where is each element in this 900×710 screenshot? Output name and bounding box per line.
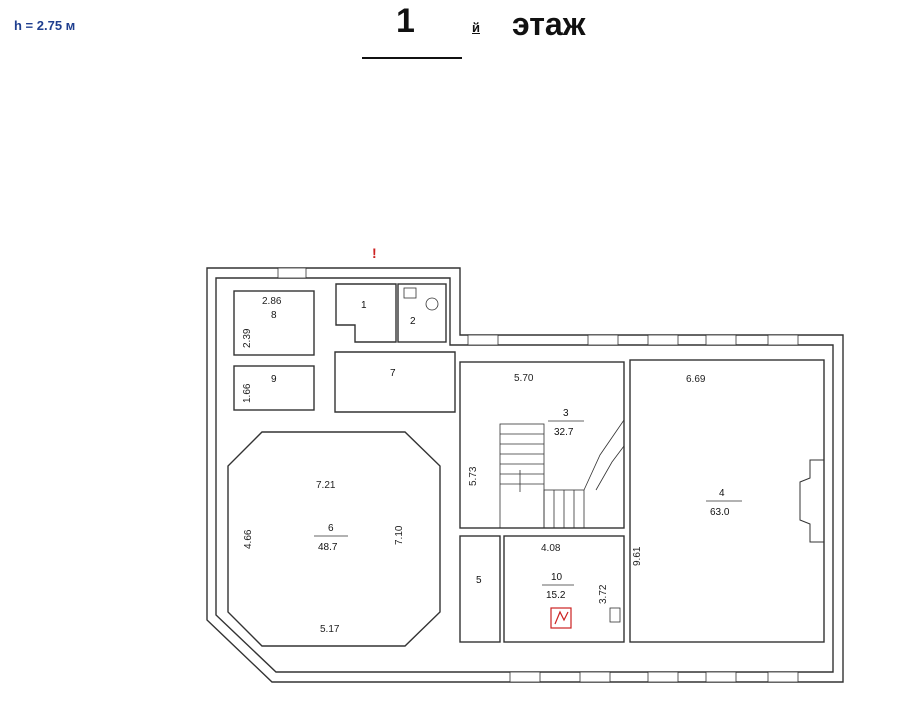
ceiling-height-note: h = 2.75 м	[14, 18, 76, 33]
room-6-right-height: 7.10	[394, 525, 405, 545]
room-8-width: 2.86	[262, 296, 282, 307]
building-inner-outline	[215, 277, 834, 673]
sink-fixture	[403, 287, 417, 299]
room-1-number: 1	[361, 300, 367, 311]
room-6-top-width: 7.21	[316, 480, 336, 491]
room-9-outline	[233, 365, 315, 411]
stove-symbol	[550, 607, 572, 629]
toilet-fixture	[425, 297, 439, 311]
room-7-number: 7	[390, 368, 396, 379]
room-2-outline	[397, 283, 447, 343]
room-5-number: 5	[476, 575, 482, 586]
room-10-area: 15.2	[546, 590, 566, 601]
room-5-outline	[459, 535, 501, 643]
room-3-outline	[459, 361, 625, 529]
room-4-width: 6.69	[686, 374, 706, 385]
title-underline	[362, 57, 462, 59]
fireplace	[799, 459, 824, 543]
floor-number: 1	[396, 2, 415, 40]
room-8-outline	[233, 290, 315, 356]
room-9-height: 1.66	[242, 383, 253, 403]
stove-symbol-mark	[554, 610, 569, 625]
room-3-area: 32.7	[554, 427, 574, 438]
room-4-height: 9.61	[632, 546, 643, 566]
room-10-width: 4.08	[541, 543, 561, 554]
room-6-left-height: 4.66	[243, 529, 254, 549]
room-2-number: 2	[410, 316, 416, 327]
building-outline	[206, 267, 844, 683]
room-10-outline	[503, 535, 625, 643]
room-4-area: 63.0	[710, 507, 730, 518]
room-8-height: 2.39	[242, 328, 253, 348]
room-3-height: 5.73	[468, 466, 479, 486]
windows	[277, 267, 799, 683]
room-4-outline	[629, 359, 825, 643]
room-3-number: 3	[563, 408, 569, 419]
floor-number-suffix: й	[472, 20, 480, 35]
room-6-bottom-width: 5.17	[320, 624, 340, 635]
room-10-height: 3.72	[598, 584, 609, 604]
room-1-outline	[335, 283, 397, 343]
room-10-number: 10	[551, 572, 563, 583]
room-6-number: 6	[328, 523, 334, 534]
floor-title: этаж	[512, 6, 586, 42]
room-8-number: 8	[271, 310, 277, 321]
room-6-outline	[227, 431, 441, 647]
room-3-width: 5.70	[514, 373, 534, 384]
meter-fixture	[609, 607, 621, 623]
room-4-number: 4	[719, 488, 725, 499]
room-6-area: 48.7	[318, 542, 338, 553]
room-7-outline	[334, 351, 456, 413]
room-9-number: 9	[271, 374, 277, 385]
entrance-mark: !	[372, 245, 377, 261]
staircase	[499, 419, 625, 529]
